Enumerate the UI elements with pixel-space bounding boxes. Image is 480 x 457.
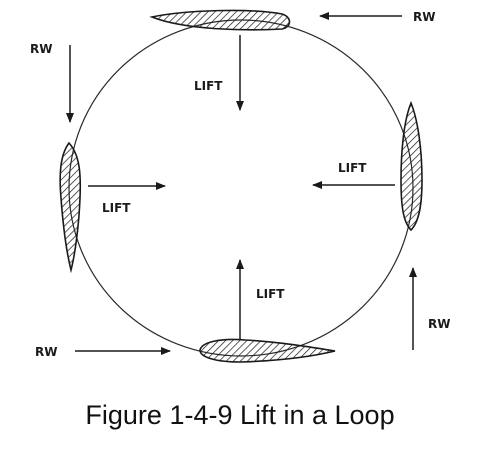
loop-circle (68, 19, 414, 357)
rw-right-label: RW (428, 317, 450, 331)
rw-top-label: RW (413, 10, 435, 24)
lift-top-label: LIFT (194, 79, 223, 93)
rw-left-label: RW (30, 42, 52, 56)
right-airfoil-icon (400, 100, 423, 232)
top-airfoil-icon (149, 9, 291, 31)
lift-left-label: LIFT (102, 201, 131, 215)
bottom-airfoil-icon (199, 338, 336, 363)
lift-bottom-label: LIFT (256, 287, 285, 301)
rw-bottom-label: RW (35, 345, 57, 359)
lift-right-label: LIFT (338, 161, 367, 175)
figure-caption: Figure 1-4-9 Lift in a Loop (85, 400, 395, 430)
left-airfoil-icon (59, 141, 82, 271)
